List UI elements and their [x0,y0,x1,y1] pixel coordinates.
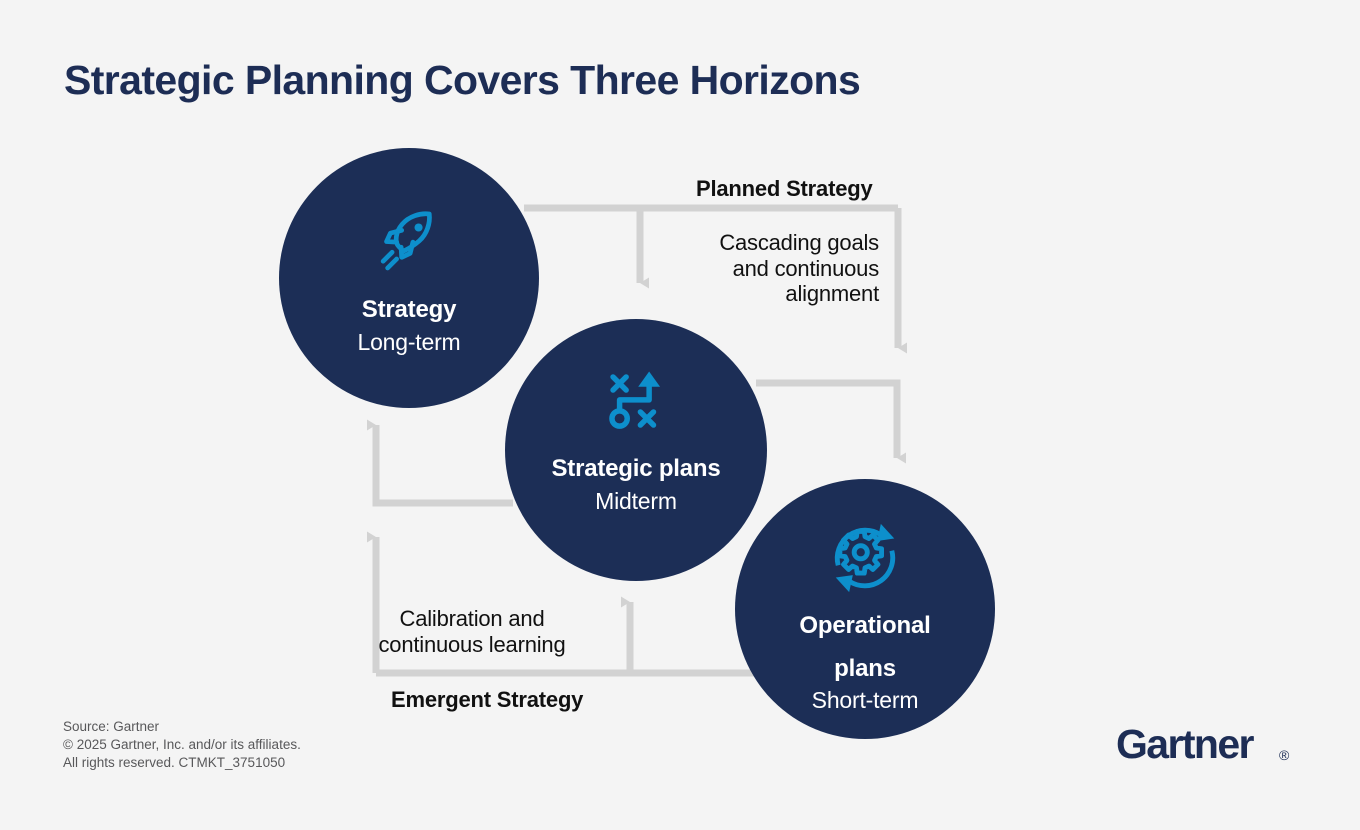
node-operational-plans-title-line1: Operational [799,612,931,639]
gear-refresh-icon [826,519,904,597]
node-operational-plans-title-line2: plans [834,654,896,682]
source-line: Source: Gartner [63,719,160,734]
node-strategic-plans-title: Strategic plans [551,455,721,482]
node-strategy-subtitle: Long-term [357,328,461,355]
node-strategic-plans[interactable]: Strategic plans Midterm [505,319,767,581]
gartner-logo: Gartner ® [1116,721,1302,769]
label-calibration-line1: Calibration and [399,606,545,631]
gartner-logo-text: Gartner [1116,723,1255,767]
source-note: Source: Gartner © 2025 Gartner, Inc. and… [63,718,301,772]
node-strategic-plans-subtitle: Midterm [595,487,677,514]
label-cascading-line3: alignment [785,281,879,307]
label-emergent-strategy: Emergent Strategy [391,687,584,712]
label-planned-strategy: Planned Strategy [696,176,873,201]
page-title: Strategic Planning Covers Three Horizons [64,57,861,103]
copyright-line: © 2025 Gartner, Inc. and/or its affiliat… [63,737,301,753]
node-operational-plans[interactable]: Operational plans Short-term [735,479,995,739]
label-calibration-line2: continuous learning [378,631,566,657]
gartner-logo-mark: ® [1279,747,1290,763]
arrow-strategic-plans-to-operational [756,379,906,464]
arrow-strategic-plans-back-to-strategy [367,419,513,507]
rocket-icon [373,205,445,277]
rights-line: All rights reserved. CTMKT_3751050 [63,755,286,771]
node-strategy-title: Strategy [361,296,457,323]
label-calibration: Calibration and continuous learning [330,606,614,657]
node-strategy[interactable]: Strategy Long-term [279,148,539,408]
label-cascading-line2: and continuous [732,255,880,281]
label-cascading-goals: Cascading goals and continuous alignment [598,230,879,307]
strategy-playbook-icon [601,366,671,436]
node-operational-plans-subtitle: Short-term [811,686,919,713]
label-cascading-line1: Cascading goals [719,230,879,255]
